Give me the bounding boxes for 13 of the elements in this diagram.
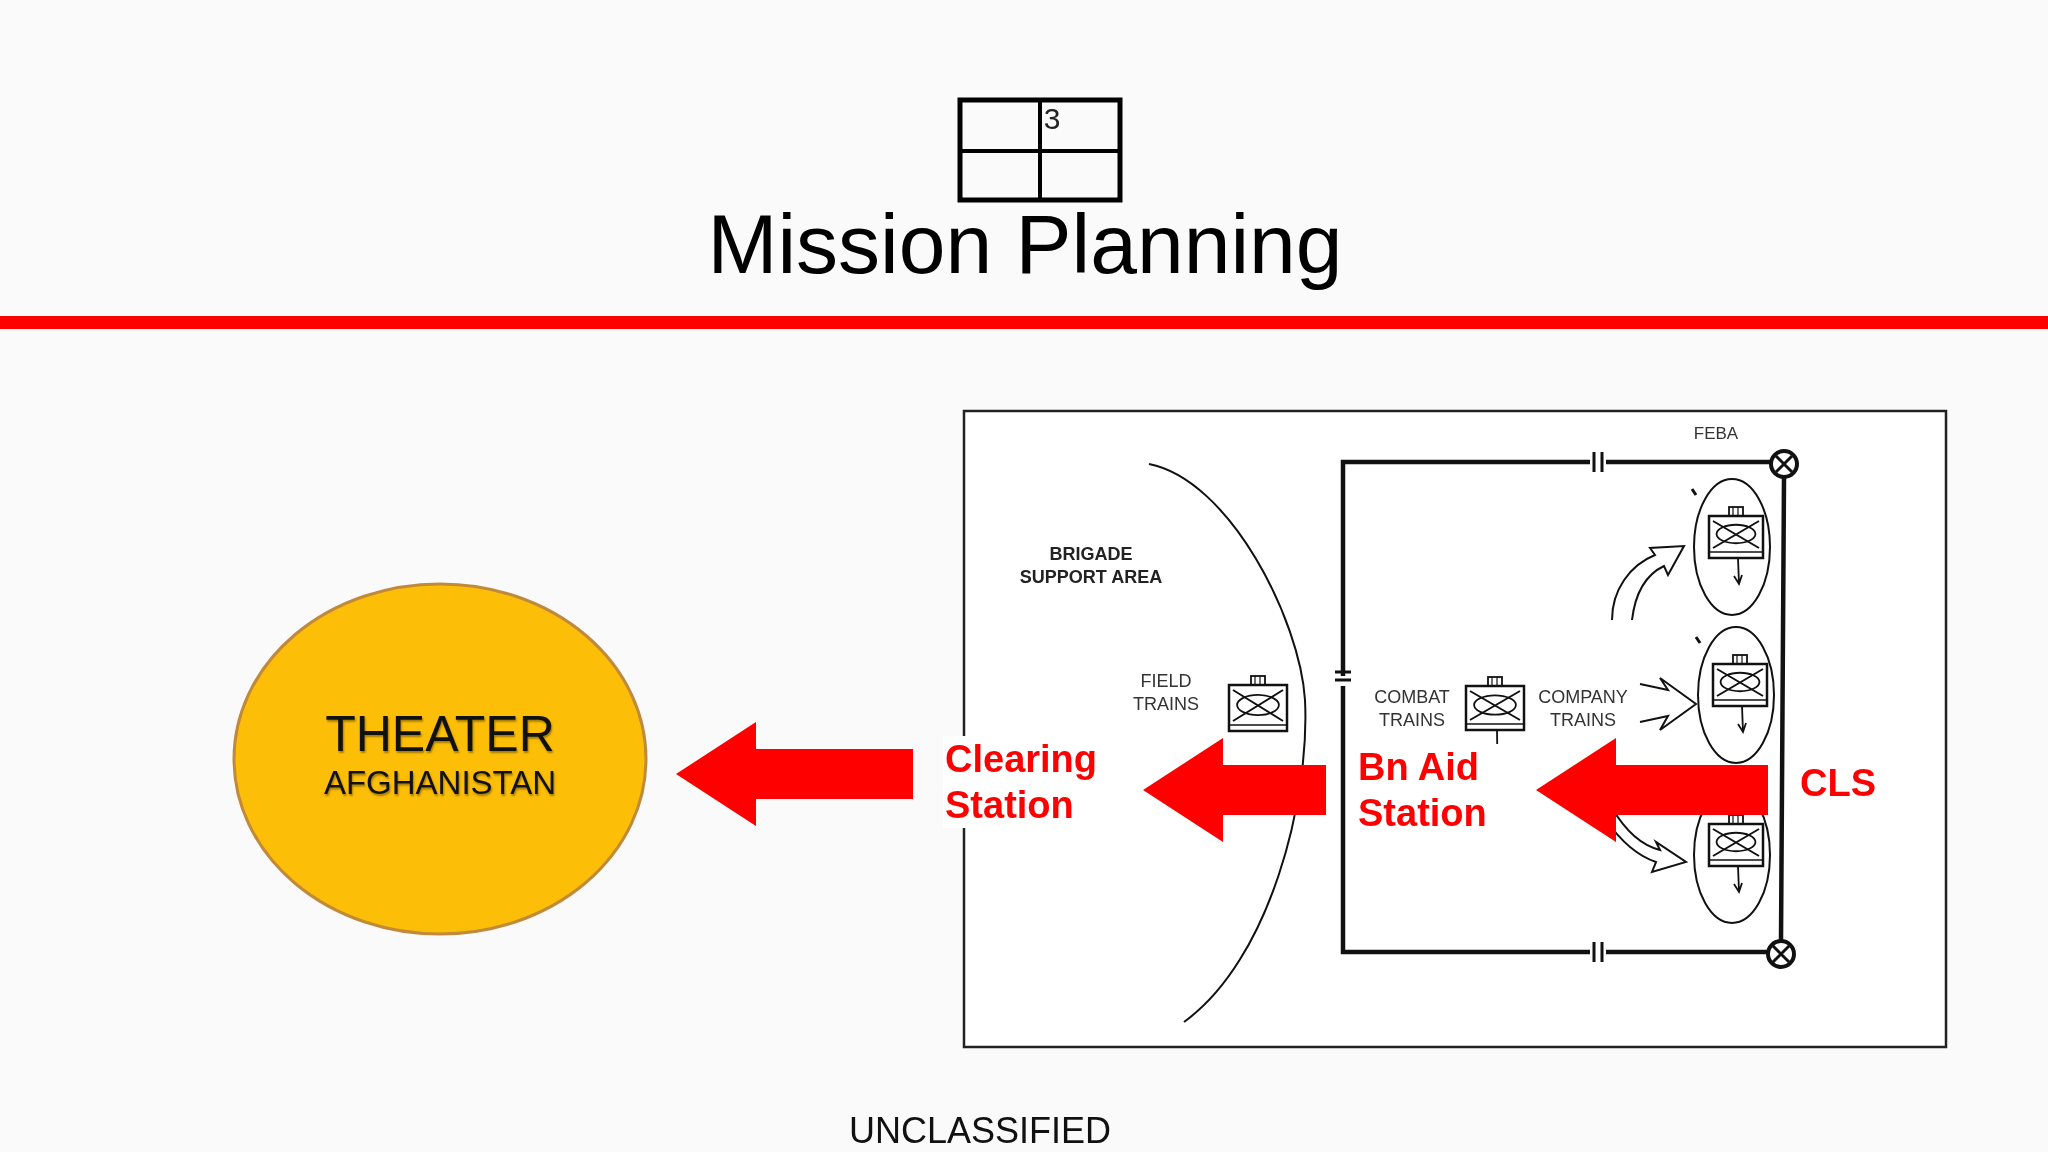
map-label: COMBAT TRAINS [1373,686,1451,731]
node-subtext: AFGHANISTAN [322,763,558,803]
block-arrow [1536,738,1768,842]
map-label: FIELD TRAINS [1132,670,1200,715]
block-arrow [1143,738,1326,842]
node-heading: THEATER [324,705,556,763]
map-label: BRIGADE SUPPORT AREA [1018,543,1164,588]
classification-label: UNCLASSIFIED [847,1109,1113,1152]
map-label: COMPANY TRAINS [1537,686,1629,731]
map-label: FEBA [1692,423,1740,445]
slide-title: Mission Planning [706,198,1344,291]
grid-number: 3 [1042,101,1062,137]
block-arrow [676,722,913,826]
